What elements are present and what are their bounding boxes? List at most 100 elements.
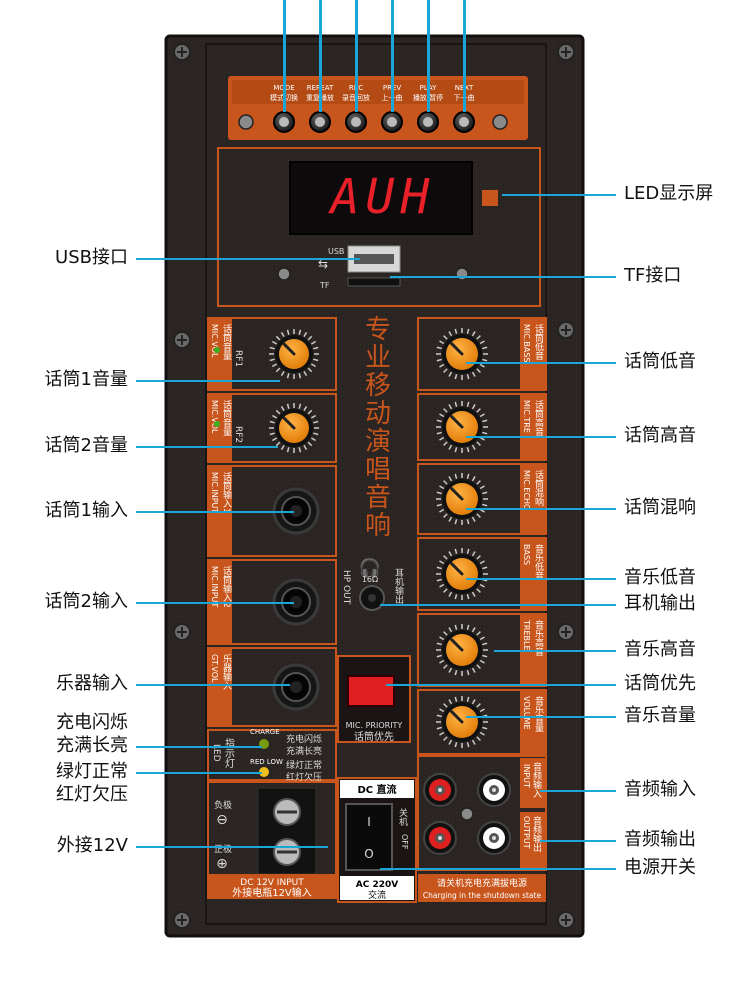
display-badge xyxy=(482,190,498,206)
right-knob-6[interactable] xyxy=(436,696,488,748)
callout-leader-line xyxy=(380,868,616,870)
rca-jack-4[interactable] xyxy=(477,821,511,855)
callout-left: 话筒1输入 xyxy=(44,500,128,521)
left-input-jack-1[interactable] xyxy=(272,487,320,535)
rca-jack-1[interactable] xyxy=(423,773,457,807)
callout-left: 红灯欠压 xyxy=(56,784,128,805)
callout-leader-line xyxy=(136,511,294,513)
rca-jack-2[interactable] xyxy=(477,773,511,807)
usb-icon: ⇆ xyxy=(318,257,328,271)
callout-right: 话筒优先 xyxy=(624,673,696,694)
right-knob-cn: 音乐音量 xyxy=(533,695,544,732)
title-char: 演 xyxy=(365,427,391,457)
callout-left: 充满长亮 xyxy=(56,735,128,756)
left-knob-en: MIC.VOL xyxy=(210,400,219,434)
right-knob-en: MIC.TRE xyxy=(522,400,531,433)
panel-button-prev[interactable] xyxy=(381,111,403,133)
left-input-cn: 乐器输入 xyxy=(221,653,232,690)
callout-leader-line xyxy=(136,746,262,748)
left-knob-en: MIC.VOL xyxy=(210,324,219,358)
callout-left: 乐器输入 xyxy=(56,673,128,694)
power-top-bar xyxy=(340,780,414,798)
panel-button-repeat[interactable] xyxy=(309,111,331,133)
callout-left: 充电闪烁 xyxy=(56,712,128,733)
charging-note-bar xyxy=(418,874,546,902)
panel-screw xyxy=(557,43,575,61)
display-screw xyxy=(277,267,291,281)
callout-leader-line xyxy=(466,578,616,580)
rf-label: RF2 xyxy=(233,426,243,443)
redlow-led xyxy=(259,767,269,777)
panel-screw xyxy=(557,623,575,641)
right-knob-cn: 话筒高音 xyxy=(533,399,544,437)
panel-button-play[interactable] xyxy=(417,111,439,133)
redlow-text-2: 红灯欠压 xyxy=(286,771,322,783)
power-switch[interactable] xyxy=(345,803,393,871)
callout-right: 电源开关 xyxy=(624,857,696,878)
redlow-label: RED LOW xyxy=(250,758,283,766)
hp-ohm: 16Ω xyxy=(362,575,378,584)
right-knob-label-bar xyxy=(520,464,546,534)
callout-leader-line xyxy=(494,650,616,652)
right-knob-3[interactable] xyxy=(436,473,488,525)
right-knob-4[interactable] xyxy=(436,548,488,600)
title-char: 业 xyxy=(365,343,391,373)
charge-text-2: 充满长亮 xyxy=(286,745,322,757)
panel-button-next[interactable] xyxy=(453,111,475,133)
right-knob-en: MIC.BASS xyxy=(522,324,531,363)
left-input-jack-2[interactable] xyxy=(272,578,320,626)
power-off-en: OFF xyxy=(400,834,409,850)
right-knob-1[interactable] xyxy=(436,328,488,380)
mic1-volume-knob[interactable] xyxy=(269,329,319,379)
mic-priority-switch[interactable] xyxy=(347,675,395,707)
right-knob-en: VOLUME xyxy=(522,696,531,730)
charge-label: CHARGE xyxy=(250,728,280,736)
title-char: 移 xyxy=(365,371,391,401)
rca-jack-3[interactable] xyxy=(423,821,457,855)
tf-slot[interactable] xyxy=(347,277,401,287)
button-leader-line xyxy=(355,0,358,112)
mic2-volume-knob[interactable] xyxy=(269,403,319,453)
dc-label-en: DC 12V INPUT xyxy=(240,878,304,888)
callout-leader-line xyxy=(136,446,278,448)
led-display-text: AUH xyxy=(328,169,436,225)
dc-pos-label: 正极 xyxy=(214,843,232,855)
callout-right: 话筒混响 xyxy=(624,497,696,518)
panel-screw xyxy=(557,321,575,339)
power-i-symbol: I xyxy=(367,815,371,829)
mic-priority-en: MIC. PRIORITY xyxy=(346,721,403,730)
right-knob-cn: 话筒混响 xyxy=(533,469,544,507)
callout-leader-line xyxy=(136,380,280,382)
callout-left: 话筒1音量 xyxy=(44,369,128,390)
callout-leader-line xyxy=(136,258,360,260)
panel-button-mode[interactable] xyxy=(273,111,295,133)
callout-leader-line xyxy=(136,684,290,686)
usb-port-slot xyxy=(354,254,394,264)
callout-leader-line xyxy=(386,684,616,686)
callout-leader-line xyxy=(390,276,616,278)
right-knob-2[interactable] xyxy=(436,401,488,453)
right-knob-label-bar xyxy=(520,690,546,754)
hp-en: HP OUT xyxy=(341,570,351,605)
left-input-cn: 话筒输入1 xyxy=(221,471,232,514)
right-knob-cn: 话筒低音 xyxy=(533,323,544,361)
right-knob-5[interactable] xyxy=(436,624,488,676)
button-bar-inner xyxy=(232,80,524,104)
panel-screw xyxy=(173,911,191,929)
left-input-en: MIC.INPUT xyxy=(210,566,219,607)
right-knob-cn: 音乐高音 xyxy=(533,619,544,657)
rf-label: RF1 xyxy=(233,350,243,367)
callout-leader-line xyxy=(466,508,616,510)
callout-right: 话筒高音 xyxy=(624,425,696,446)
callout-left: 话筒2音量 xyxy=(44,435,128,456)
right-knob-label-bar xyxy=(520,318,546,390)
callout-leader-line xyxy=(466,716,616,718)
rf-led xyxy=(214,347,220,353)
panel-button-rec[interactable] xyxy=(345,111,367,133)
callout-right: 音乐低音 xyxy=(624,567,696,588)
left-input-jack-3[interactable] xyxy=(272,663,320,711)
dc-label-cn: 外接电瓶12V输入 xyxy=(232,886,312,899)
audio-out-cn: 音频输出 xyxy=(531,815,542,853)
